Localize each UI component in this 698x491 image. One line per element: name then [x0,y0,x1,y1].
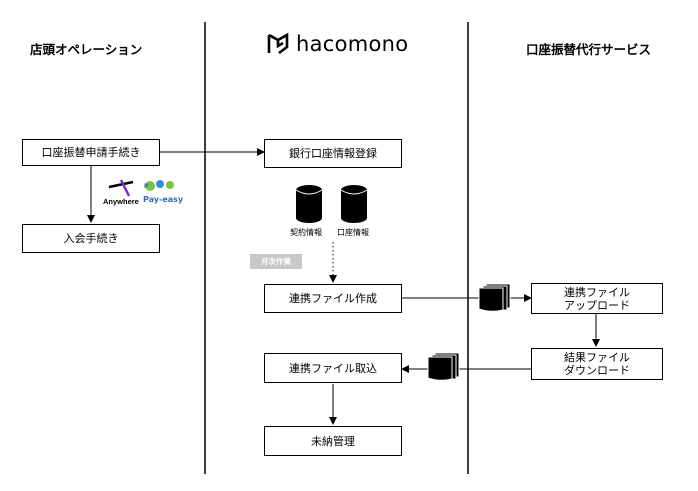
box-upload-link-file: 連携ファイル アップロード [531,283,663,314]
box-account-transfer-application: 口座振替申請手続き [22,139,160,166]
box-membership-procedure: 入会手続き [22,224,160,253]
lane-title-service: 口座振替代行サービス [526,42,652,57]
file-stack-icon-download [427,352,460,381]
anywhere-logo: Anywhere [103,179,139,206]
lane-title-store: 店頭オペレーション [30,42,143,57]
database-icon-contract [295,185,323,223]
hacomono-logo-text: hacomono [296,32,409,56]
svg-text:P: P [144,183,149,190]
box-import-link-file: 連携ファイル取込 [264,353,402,383]
hacomono-logo: hacomono [266,32,408,56]
database-label-account: 口座情報 [337,228,369,237]
box-unpaid-management: 未納管理 [264,426,402,456]
box-bank-account-registration: 銀行口座情報登録 [264,139,402,168]
database-icon-account [340,185,368,223]
hacomono-logo-icon [267,32,289,55]
file-stack-icon-upload [478,283,511,312]
database-label-contract: 契約情報 [290,228,322,237]
box-download-result-file: 結果ファイル ダウンロード [531,348,663,380]
monthly-work-tag: 月次作業 [250,254,302,269]
box-create-link-file: 連携ファイル作成 [264,284,402,313]
payeasy-logo-text: Pay-easy [143,195,183,204]
payeasy-logo: P Pay-easy [143,180,183,204]
anywhere-logo-text: Anywhere [103,197,139,206]
